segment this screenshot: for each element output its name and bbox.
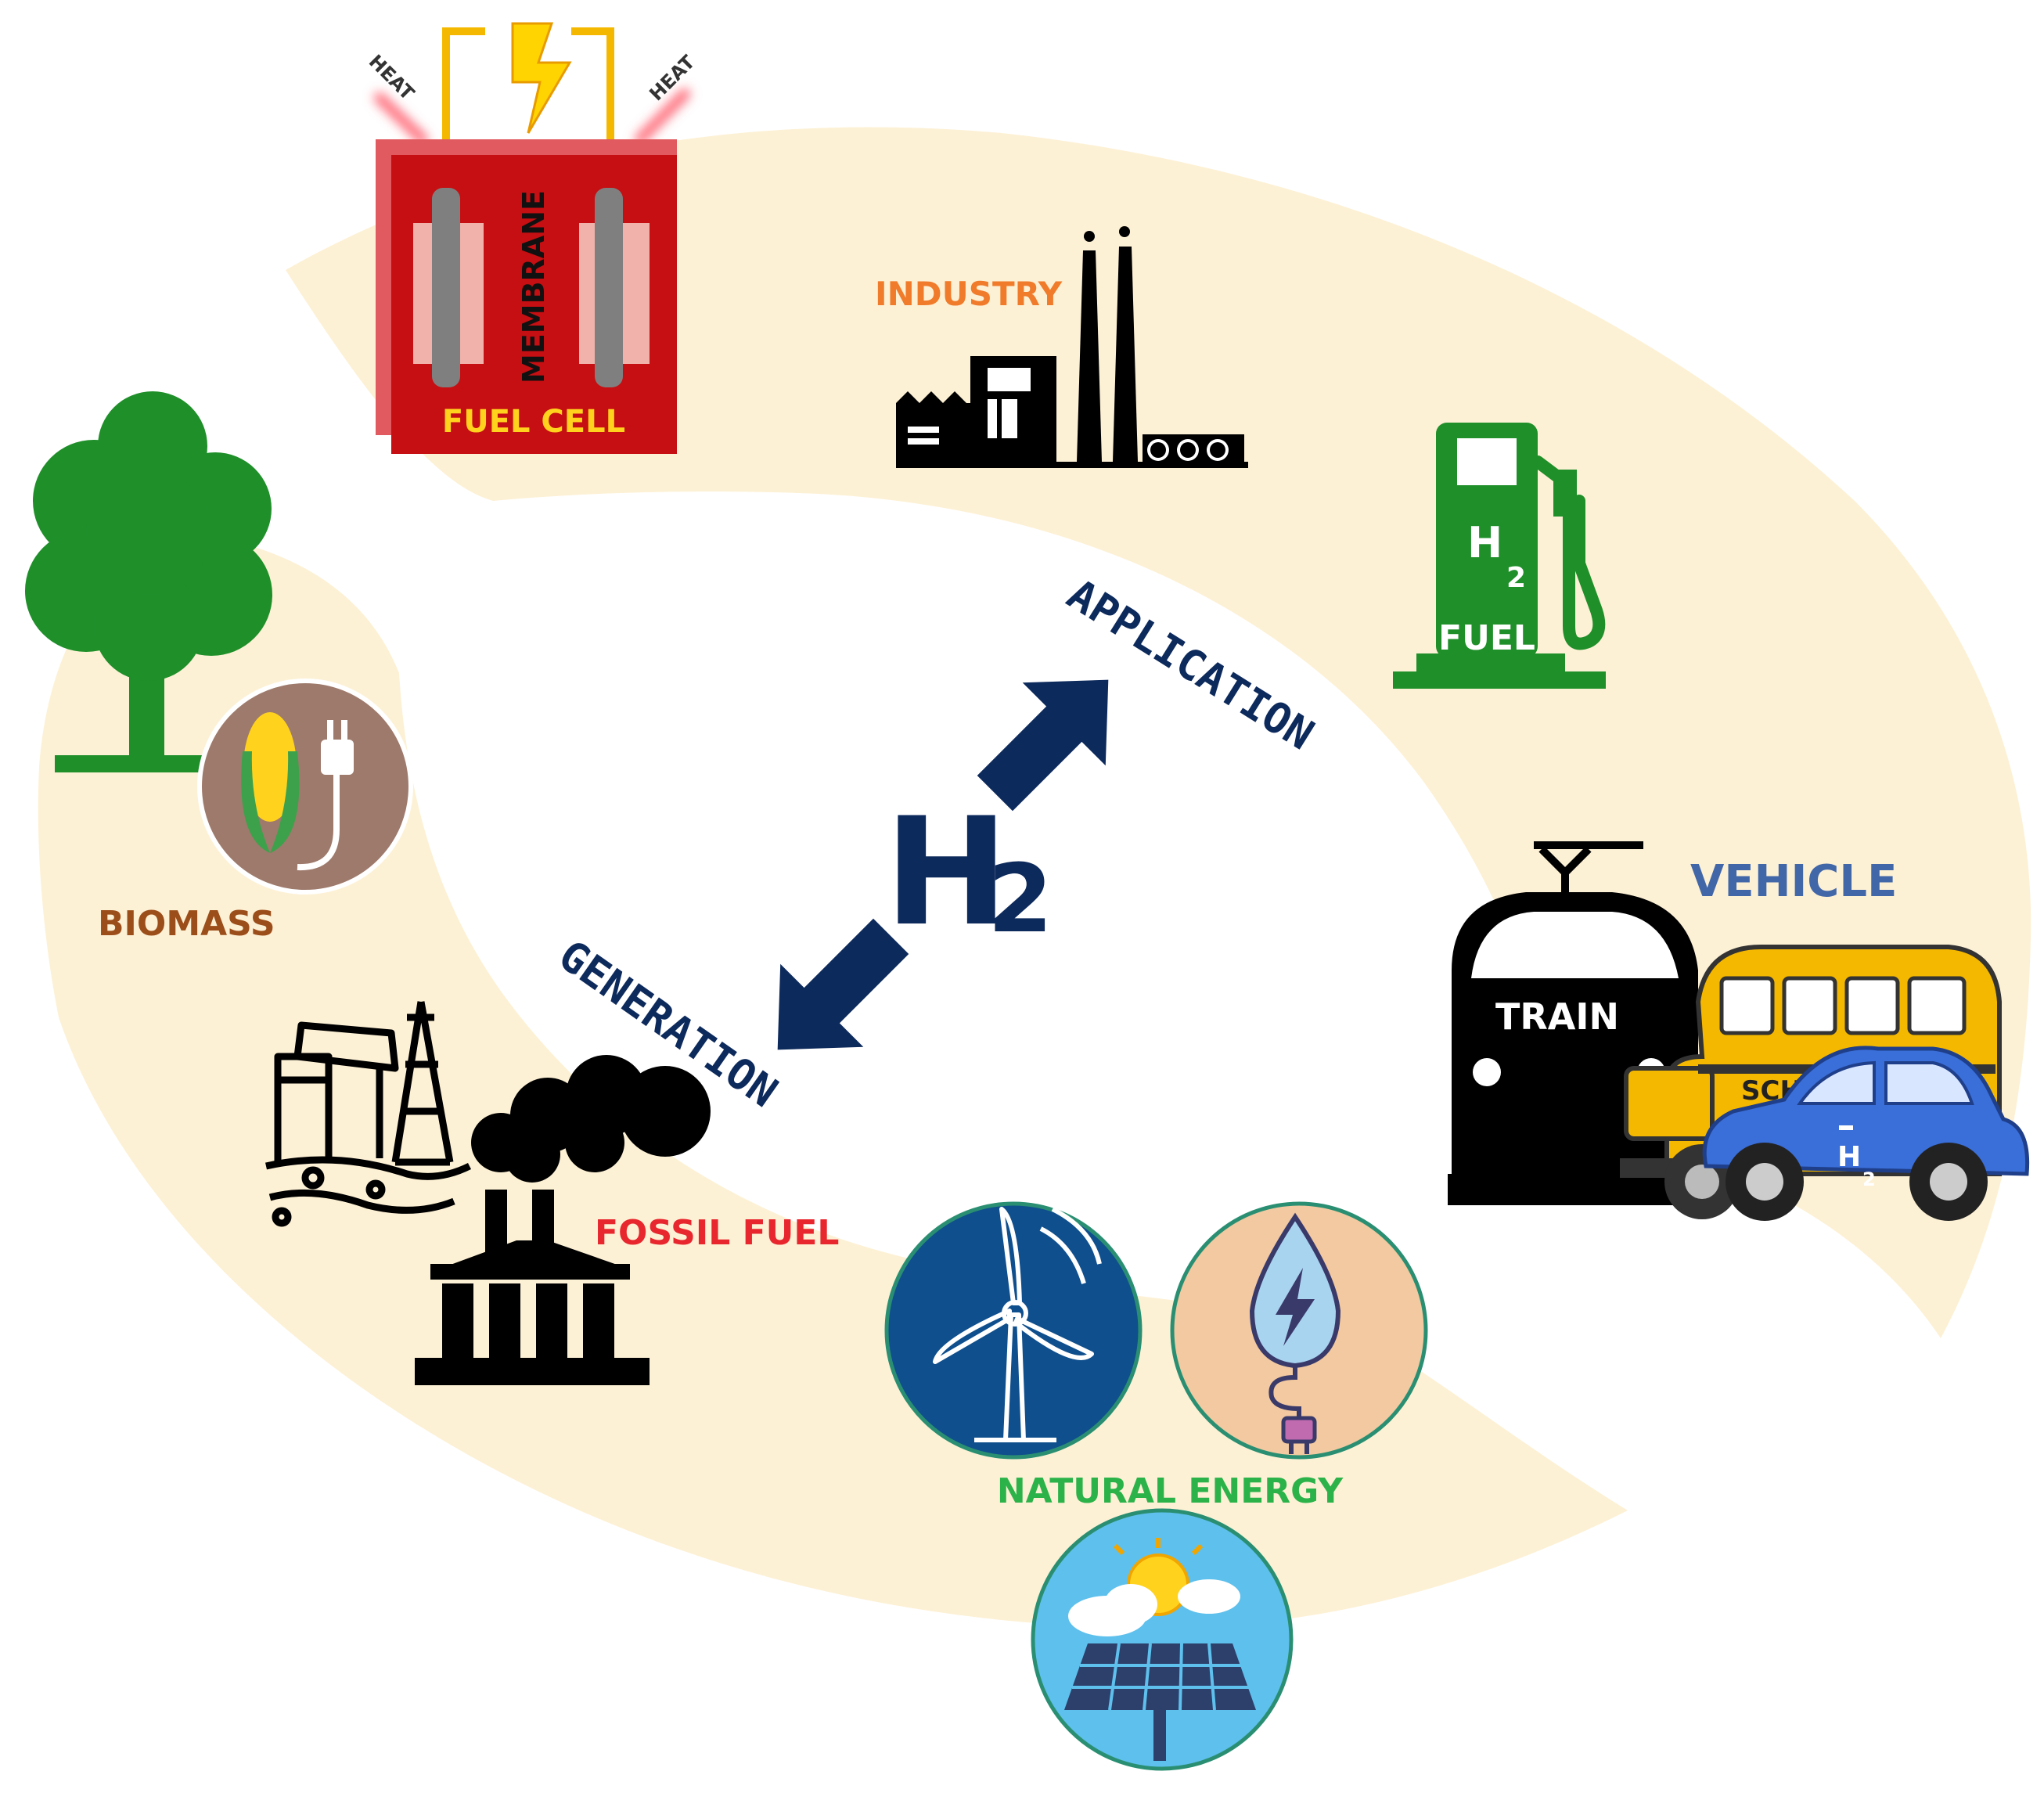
tree-icon bbox=[25, 391, 272, 772]
fuel-pump-fuel: FUEL bbox=[1438, 618, 1535, 658]
application-arrow bbox=[977, 679, 1109, 812]
corn-plug-icon bbox=[197, 679, 413, 895]
fuel-pump-sub: 2 bbox=[1506, 562, 1526, 594]
car-h: H bbox=[1837, 1141, 1861, 1173]
natural-energy-label: NATURAL ENERGY bbox=[997, 1471, 1344, 1511]
industry-label: INDUSTRY bbox=[875, 275, 1063, 313]
biomass-label: BIOMASS bbox=[98, 904, 275, 944]
circuit-wire-right bbox=[571, 27, 614, 145]
circuit-wire bbox=[442, 27, 485, 145]
left-electrode-rod bbox=[432, 188, 460, 387]
oil-rig-icon bbox=[265, 1001, 472, 1227]
membrane-label: MEMBRANE bbox=[516, 190, 551, 383]
lightning-icon bbox=[511, 22, 572, 134]
solar-panel-icon bbox=[1031, 1508, 1294, 1771]
generation-arrow bbox=[777, 918, 909, 1050]
fossil-fuel-label: FOSSIL FUEL bbox=[595, 1213, 839, 1253]
heat-right-glow bbox=[635, 88, 690, 145]
vehicle-label: VEHICLE bbox=[1690, 856, 1897, 907]
heat-left-glow bbox=[374, 92, 428, 145]
heat-left-label: HEAT bbox=[365, 50, 419, 104]
fuel-pump-icon: H 2 FUEL bbox=[1393, 423, 1606, 689]
train-label: TRAIN bbox=[1495, 995, 1619, 1038]
factory-icon bbox=[896, 226, 1248, 468]
car-sub: 2 bbox=[1862, 1168, 1876, 1190]
fuel-pump-h: H bbox=[1467, 518, 1502, 567]
right-electrode-rod bbox=[595, 188, 623, 387]
h2-center-h: H bbox=[884, 786, 1009, 959]
fuel-cell-label: FUEL CELL bbox=[442, 404, 625, 440]
wind-turbine-icon bbox=[884, 1201, 1143, 1460]
smoke-factory-icon bbox=[415, 1055, 711, 1385]
heat-right-label: HEAT bbox=[645, 51, 699, 105]
water-drop-energy-icon bbox=[1170, 1201, 1428, 1460]
fuel-cell-icon: HEAT HEAT MEMBRANE FUEL CELL bbox=[365, 22, 700, 454]
car-icon: H 2 bbox=[1702, 1046, 2030, 1221]
h2-center-sub: 2 bbox=[988, 845, 1053, 954]
